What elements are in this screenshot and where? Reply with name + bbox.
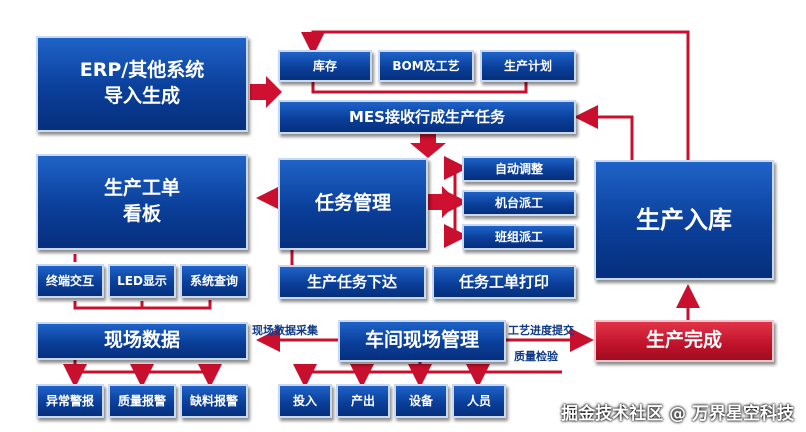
auto-adjust-box: 自动调整 <box>462 156 576 182</box>
quality-alarm-label: 质量报警 <box>117 393 166 408</box>
production-warehousing-label: 生产入库 <box>636 205 732 234</box>
quality-inspection-label: 质量检验 <box>514 350 558 363</box>
site-data-collection-label: 现场数据采集 <box>252 324 318 337</box>
production-completion-box: 生产完成 <box>594 320 774 362</box>
led-display-label: LED显示 <box>117 273 167 288</box>
team-dispatch-box: 班组派工 <box>462 224 576 250</box>
system-query-box: 系统查询 <box>180 264 248 298</box>
bom-process-label: BOM及工艺 <box>392 58 460 73</box>
workshop-management-label: 车间现场管理 <box>364 329 479 352</box>
input-label: 投入 <box>292 393 317 408</box>
production-plan-box: 生产计划 <box>480 50 576 82</box>
workshop-management-box: 车间现场管理 <box>338 320 506 362</box>
erp-import-box: ERP/其他系统 导入生成 <box>36 36 248 132</box>
inventory-label: 库存 <box>312 58 337 73</box>
equipment-box: 设备 <box>394 384 448 418</box>
equipment-label: 设备 <box>408 393 433 408</box>
inventory-box: 库存 <box>278 50 372 82</box>
process-progress-submit-label: 工艺进度提交 <box>508 324 574 337</box>
personnel-label: 人员 <box>466 393 491 408</box>
production-warehousing-box: 生产入库 <box>594 160 774 280</box>
task-issue-label: 生产任务下达 <box>306 272 397 291</box>
watermark-text: 掘金技术社区 @ 万界星空科技 <box>561 404 794 424</box>
terminal-interaction-box: 终端交互 <box>36 264 104 298</box>
order-print-label: 任务工单打印 <box>458 272 549 291</box>
erp-import-label: ERP/其他系统 导入生成 <box>79 59 205 107</box>
led-display-box: LED显示 <box>108 264 176 298</box>
mes-receive-box: MES接收行成生产任务 <box>278 100 576 134</box>
system-query-label: 系统查询 <box>189 273 238 288</box>
task-management-box: 任务管理 <box>278 158 428 250</box>
quality-alarm-box: 质量报警 <box>108 384 176 418</box>
auto-adjust-label: 自动调整 <box>494 161 543 176</box>
exception-alarm-label: 异常警报 <box>45 393 94 408</box>
order-print-box: 任务工单打印 <box>432 265 576 299</box>
task-management-label: 任务管理 <box>314 192 391 215</box>
machine-dispatch-label: 机台派工 <box>494 195 543 210</box>
output-box: 产出 <box>336 384 390 418</box>
team-dispatch-label: 班组派工 <box>494 229 543 244</box>
exception-alarm-box: 异常警报 <box>36 384 104 418</box>
material-shortage-alarm-box: 缺料报警 <box>180 384 248 418</box>
input-box: 投入 <box>278 384 332 418</box>
site-data-label: 现场数据 <box>103 329 180 352</box>
personnel-box: 人员 <box>452 384 506 418</box>
site-data-box: 现场数据 <box>36 322 248 360</box>
work-order-board-box: 生产工单 看板 <box>36 154 248 250</box>
material-shortage-alarm-label: 缺料报警 <box>189 393 238 408</box>
output-label: 产出 <box>350 393 375 408</box>
mes-receive-label: MES接收行成生产任务 <box>349 107 505 126</box>
machine-dispatch-box: 机台派工 <box>462 190 576 216</box>
work-order-board-label: 生产工单 看板 <box>103 177 180 225</box>
bom-process-box: BOM及工艺 <box>378 50 474 82</box>
production-plan-label: 生产计划 <box>503 58 552 73</box>
terminal-interaction-label: 终端交互 <box>45 273 94 288</box>
production-completion-label: 生产完成 <box>645 329 722 352</box>
task-issue-box: 生产任务下达 <box>278 265 426 299</box>
